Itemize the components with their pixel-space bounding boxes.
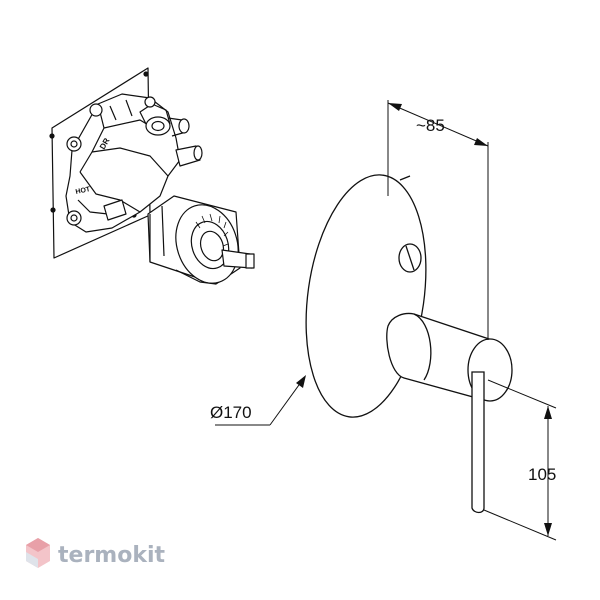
- watermark: termokit: [26, 538, 165, 568]
- diameter-dimension-label: Ø170: [210, 403, 252, 422]
- hot-label: HOT: [75, 186, 92, 196]
- watermark-brand: termokit: [58, 543, 165, 568]
- height-dimension-label: 105: [528, 465, 556, 484]
- dimension-arrows: [296, 103, 552, 536]
- cover-plate: [305, 174, 427, 418]
- dimension-lines: [215, 100, 557, 541]
- concealed-valve-body: [49, 67, 255, 285]
- lever-handle: [471, 371, 485, 514]
- mixer-assembly: [305, 174, 513, 514]
- depth-dimension-label: ~85: [416, 116, 445, 135]
